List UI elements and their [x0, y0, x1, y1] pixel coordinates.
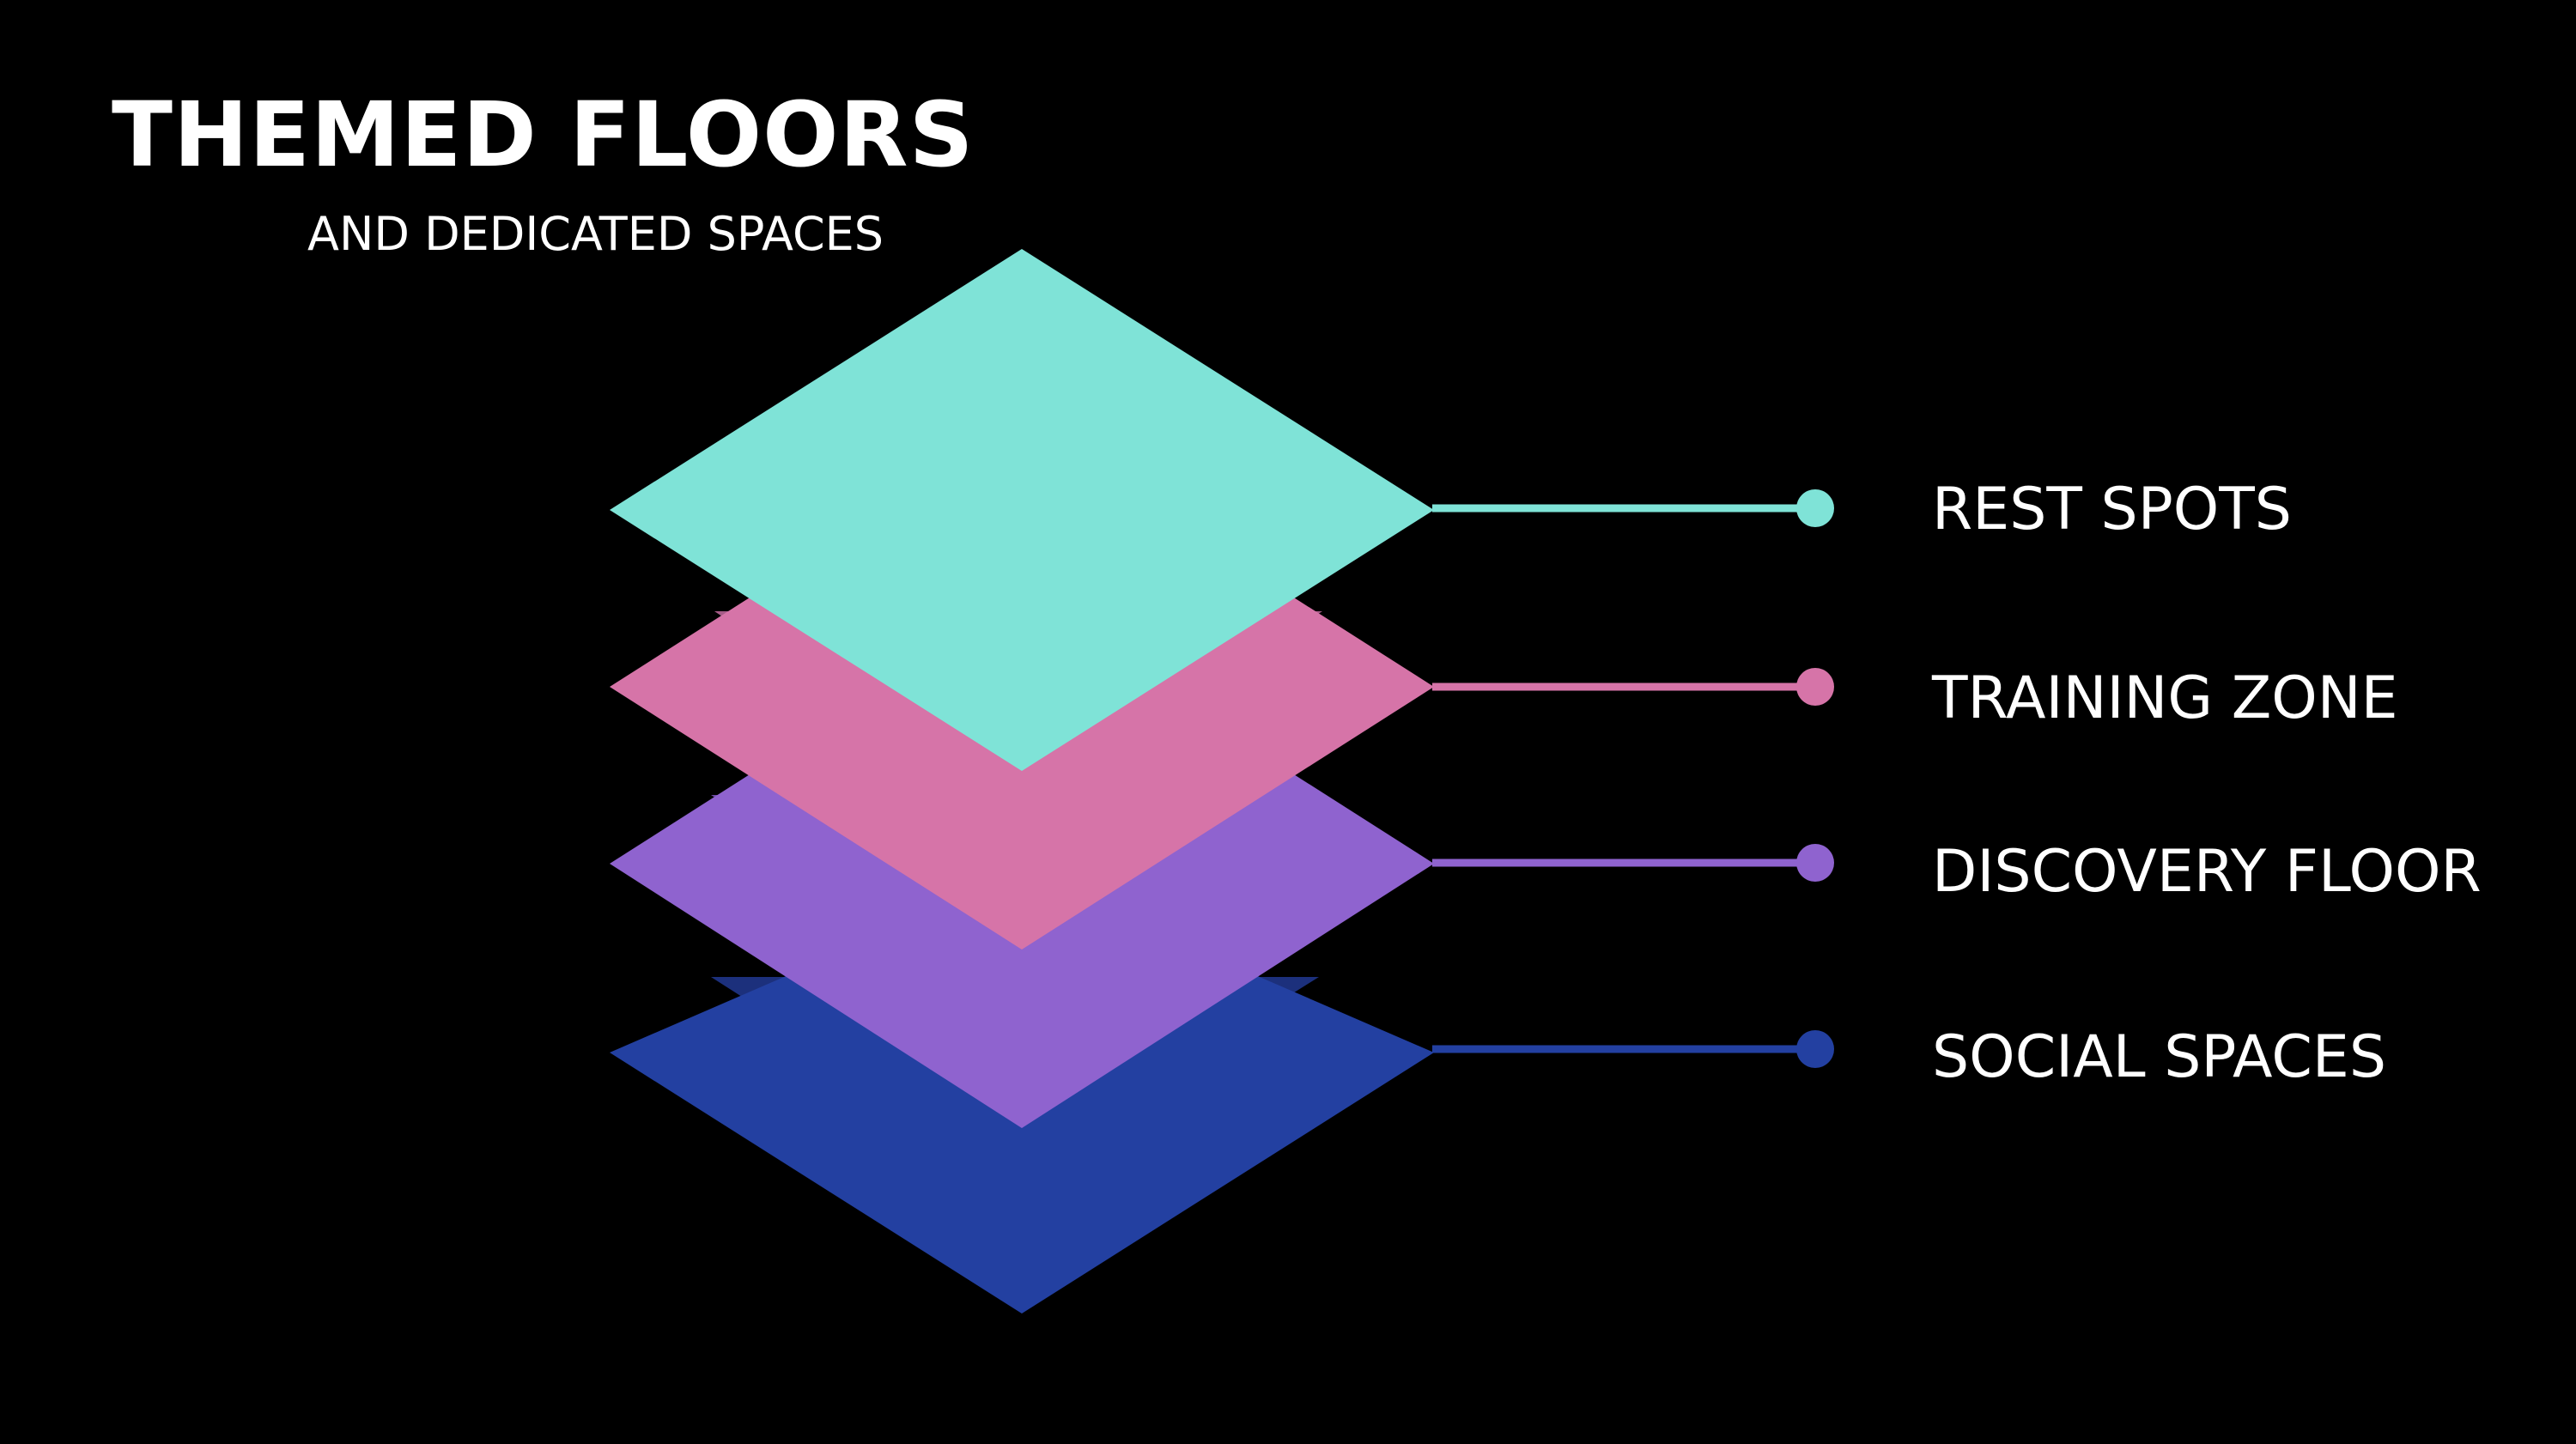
- connector-dot: [1796, 1030, 1834, 1068]
- page-subtitle: AND DEDICATED SPACES: [307, 207, 884, 261]
- layer-label-discovery: DISCOVERY FLOOR: [1932, 838, 2482, 906]
- page-title: THEMED FLOORS: [112, 82, 975, 187]
- connector-discovery: [1432, 844, 1834, 882]
- layer-label-social: SOCIAL SPACES: [1932, 1023, 2386, 1091]
- connector-dot: [1796, 668, 1834, 706]
- connector-dot: [1796, 489, 1834, 527]
- layer-label-training: TRAINING ZONE: [1931, 664, 2398, 732]
- connector-social: [1432, 1030, 1834, 1068]
- connector-dot: [1796, 844, 1834, 882]
- connector-training: [1432, 668, 1834, 706]
- connector-rest: [1432, 489, 1834, 527]
- layer-label-rest: REST SPOTS: [1932, 476, 2292, 543]
- layer-diamond-rest: [610, 249, 1434, 771]
